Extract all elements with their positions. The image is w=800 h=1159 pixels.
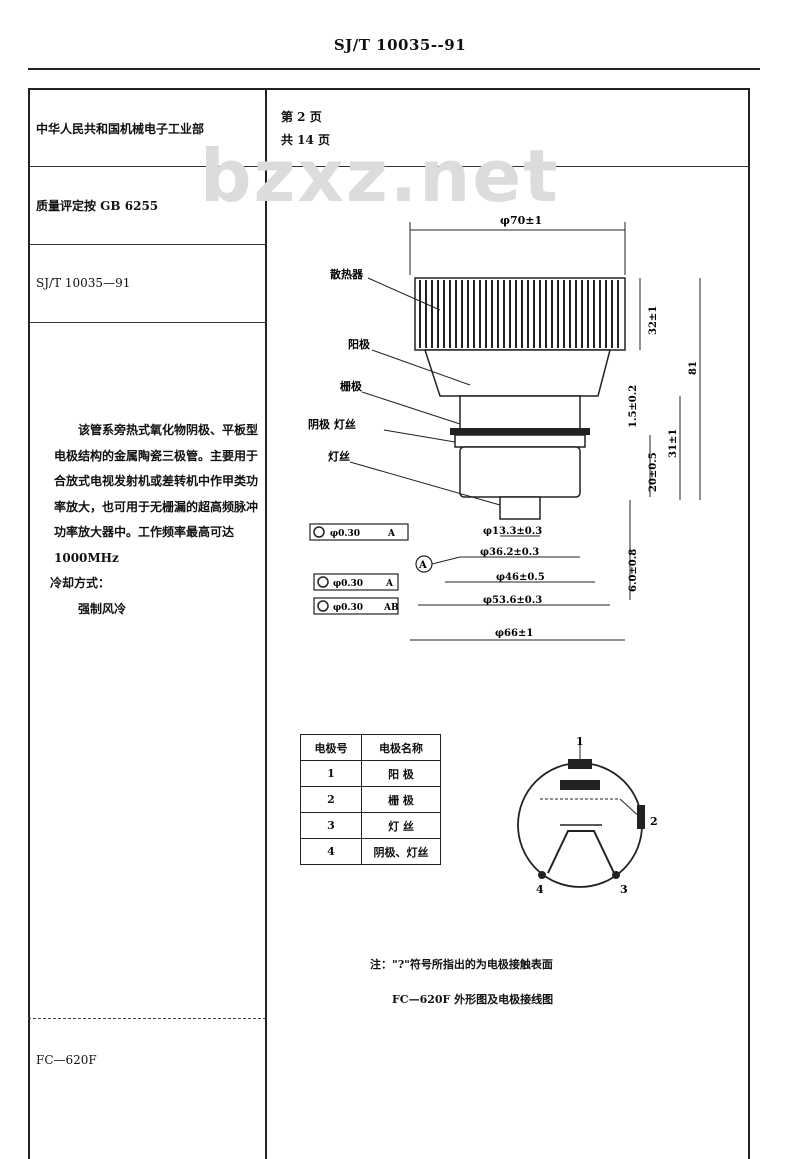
leader-line: [371, 349, 471, 386]
tolerance-frame: φ0.30 AB: [313, 597, 399, 615]
svg-text:AB: AB: [383, 603, 399, 613]
pin-2-contact: [637, 805, 645, 829]
pin-label-1: 1: [576, 735, 584, 748]
row-divider-3: [28, 322, 266, 323]
label-filament: 灯丝: [328, 449, 350, 463]
outline-drawing: φ70±1 散热器 阳极 栅极 阴极 灯丝 灯丝 32±1: [308, 214, 701, 641]
pin-label-3: 3: [620, 883, 628, 896]
column-header: 电极号: [300, 734, 362, 761]
svg-text:φ0.30: φ0.30: [333, 603, 363, 613]
electrode-name: 栅 极: [361, 786, 441, 813]
column-divider: [265, 88, 267, 1159]
table-header-row: 电极号 电极名称: [300, 734, 441, 761]
leader-line: [383, 429, 456, 443]
drawing-note: 注："?"符号所指出的为电极接触表面: [370, 958, 553, 971]
dim-d46: φ46±0.5: [496, 572, 545, 583]
electrode-number: 1: [300, 760, 362, 787]
row-divider-4: [28, 1018, 266, 1019]
electrode-table: 电极号 电极名称 1 阳 极 2 栅 极 3 灯 丝 4 阴极、灯丝: [300, 734, 441, 865]
electrode-name: 阴极、灯丝: [361, 838, 441, 865]
pin-4-contact: [538, 871, 546, 879]
electrode-number: 3: [300, 812, 362, 839]
description-text: 该管系旁热式氧化物阴极、平板型电极结构的金属陶瓷三极管。主要用于合放式电视发射机…: [54, 423, 259, 565]
leader-line: [367, 277, 441, 311]
datum-leader: [431, 556, 461, 565]
figure-caption: FC—620F 外形图及电极接线图: [392, 993, 554, 1006]
tolerance-frame: φ0.30 A: [309, 523, 409, 541]
document-header: SJ/T 10035--91: [333, 36, 467, 54]
label-anode: 阳极: [348, 337, 371, 351]
leader-line: [349, 461, 501, 506]
row-divider-2: [28, 244, 266, 245]
header-rule: [28, 68, 760, 70]
anode-body: [423, 349, 611, 397]
filament-element: [547, 830, 615, 874]
label-heatsink: 散热器: [330, 267, 364, 281]
electrode-name: 阳 极: [361, 760, 441, 787]
svg-text:A: A: [385, 579, 394, 589]
table-row: 3 灯 丝: [300, 812, 441, 839]
page-number: 第 2 页: [281, 110, 322, 124]
svg-text:A: A: [387, 529, 396, 539]
dim-d362: φ36.2±0.3: [480, 547, 539, 558]
dim-h81: 81: [688, 361, 699, 375]
dim-d66: φ66±1: [495, 628, 533, 639]
filament-body: [459, 446, 581, 498]
cooling-label: 冷却方式：: [50, 576, 111, 590]
filament-pin: [499, 496, 541, 520]
electrode-number: 4: [300, 838, 362, 865]
table-row: 1 阳 极: [300, 760, 441, 787]
dim-d70: φ70±1: [500, 214, 542, 227]
label-grid: 栅极: [340, 379, 363, 393]
ministry-name: 中华人民共和国机械电子工业部: [36, 122, 205, 136]
dim-h15: 1.5±0.2: [628, 385, 639, 428]
page-frame: [28, 88, 750, 1159]
anode-plate: [560, 780, 600, 790]
pin-1-contact: [568, 759, 592, 769]
grid-body: [459, 395, 581, 431]
electrode-number: 2: [300, 786, 362, 813]
column-header: 电极名称: [361, 734, 441, 761]
heatsink-fins: [419, 280, 619, 348]
label-cathode-filament: 阴极 灯丝: [308, 417, 356, 431]
pin-connection-diagram: 1 2 3 4: [517, 735, 658, 896]
dim-h32: 32±1: [648, 306, 659, 335]
svg-text:φ0.30: φ0.30: [333, 579, 363, 589]
table-row: 4 阴极、灯丝: [300, 838, 441, 865]
model-name: FC—620F: [36, 1053, 97, 1067]
leader-line: [361, 391, 461, 425]
grid-ring: [450, 428, 590, 435]
pin-label-4: 4: [536, 883, 544, 896]
cathode-ring: [454, 434, 586, 448]
dim-h205: 20±0.5: [648, 452, 659, 492]
pin-3-contact: [612, 871, 620, 879]
pin-label-2: 2: [650, 815, 658, 828]
dim-d536: φ53.6±0.3: [483, 595, 542, 606]
cooling-value: 强制风冷: [78, 601, 127, 616]
tube-description: 该管系旁热式氧化物阴极、平板型电极结构的金属陶瓷三极管。主要用于合放式电视发射机…: [50, 418, 259, 622]
watermark: bzxz.net: [200, 134, 560, 218]
table-row: 2 栅 极: [300, 786, 441, 813]
tolerance-frame: φ0.30 A: [313, 573, 399, 591]
dim-d133: φ13.3±0.3: [483, 526, 542, 537]
quality-basis: 质量评定按 GB 6255: [36, 199, 159, 213]
datum-label: A: [418, 560, 427, 571]
dim-h31: 31±1: [668, 429, 679, 458]
svg-text:φ0.30: φ0.30: [330, 529, 360, 539]
dim-h60: 6.0±0.8: [628, 549, 639, 592]
page-total: 共 14 页: [281, 133, 331, 147]
electrode-name: 灯 丝: [361, 812, 441, 839]
row-divider-1: [28, 166, 750, 167]
standard-code-left: SJ/T 10035—91: [36, 276, 131, 290]
